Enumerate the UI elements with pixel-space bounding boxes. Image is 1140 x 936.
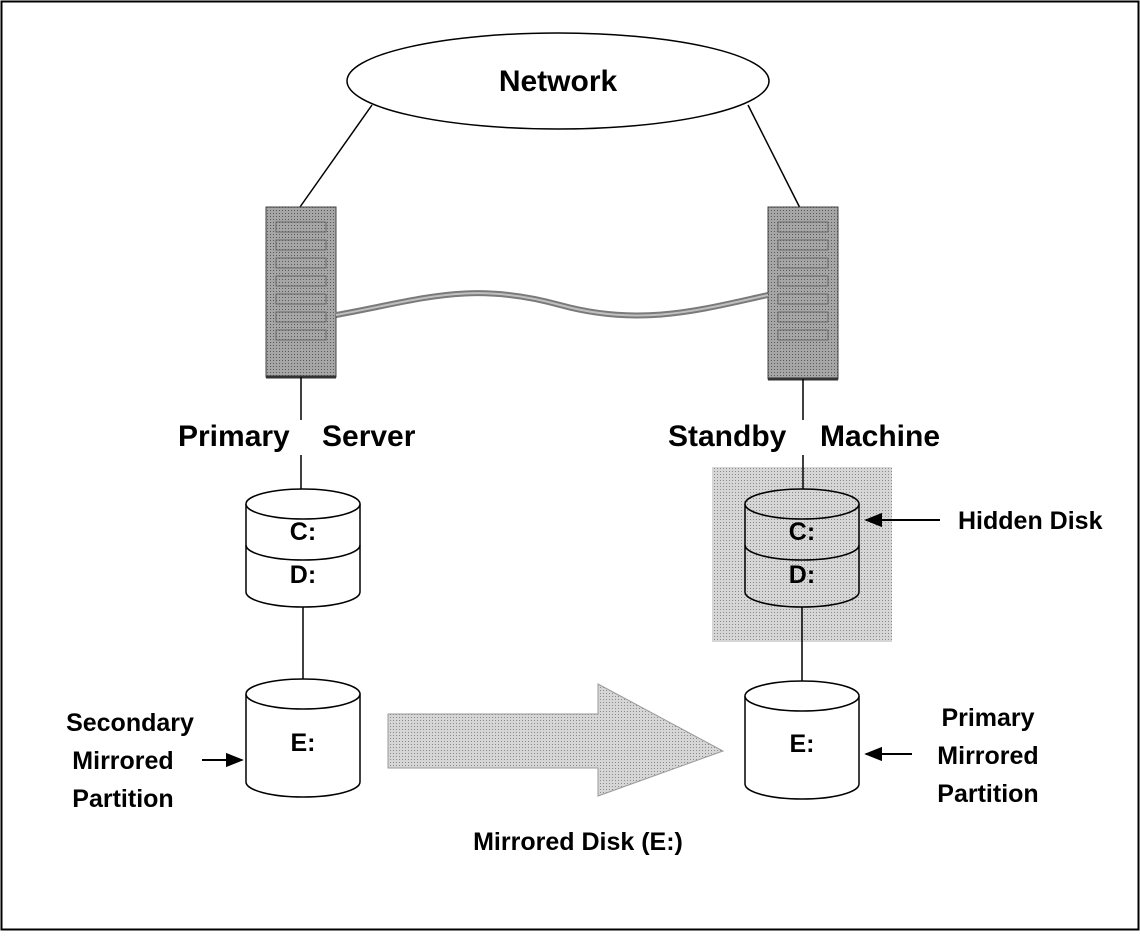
secondary-mirrored-line3: Partition <box>72 785 173 813</box>
primary-disk-c-label: C: <box>290 518 316 546</box>
primary-disk-d-label: D: <box>290 561 316 589</box>
primary-mirrored-line3: Partition <box>937 780 1038 808</box>
network-ellipse <box>346 32 770 130</box>
primary-server-icon <box>265 206 337 379</box>
primary-mirror-e-label: E: <box>291 729 316 757</box>
primary-mirrored-line1: Primary <box>941 704 1034 732</box>
secondary-mirrored-line1: Secondary <box>66 709 194 737</box>
primary-server-label-word1: Primary <box>178 420 290 453</box>
network-label: Network <box>499 65 618 98</box>
standby-mirror-e-label: E: <box>790 730 815 758</box>
interconnect-cable <box>335 290 769 319</box>
network-link-standby <box>747 104 801 209</box>
primary-system-disk: C: D: <box>245 488 361 608</box>
standby-disk-c-label: C: <box>789 518 815 546</box>
standby-system-disk: C: D: <box>744 488 860 608</box>
standby-server-icon <box>767 206 839 381</box>
mirror-direction-arrow <box>387 683 725 797</box>
network-link-primary <box>299 104 373 208</box>
standby-server-label-word2: Machine <box>820 420 940 453</box>
hidden-disk-label: Hidden Disk <box>958 507 1103 535</box>
standby-mirror-disk: E: <box>744 680 860 800</box>
standby-disk-d-label: D: <box>789 561 815 589</box>
primary-server-label-word2: Server <box>322 420 416 453</box>
primary-mirrored-line2: Mirrored <box>937 742 1038 770</box>
standby-server-label-word1: Standby <box>668 420 787 453</box>
primary-server-mirror-disk: E: <box>245 678 361 798</box>
mirrored-disk-label: Mirrored Disk (E:) <box>473 828 683 856</box>
secondary-mirrored-line2: Mirrored <box>72 747 173 775</box>
network-node: Network <box>346 32 770 130</box>
